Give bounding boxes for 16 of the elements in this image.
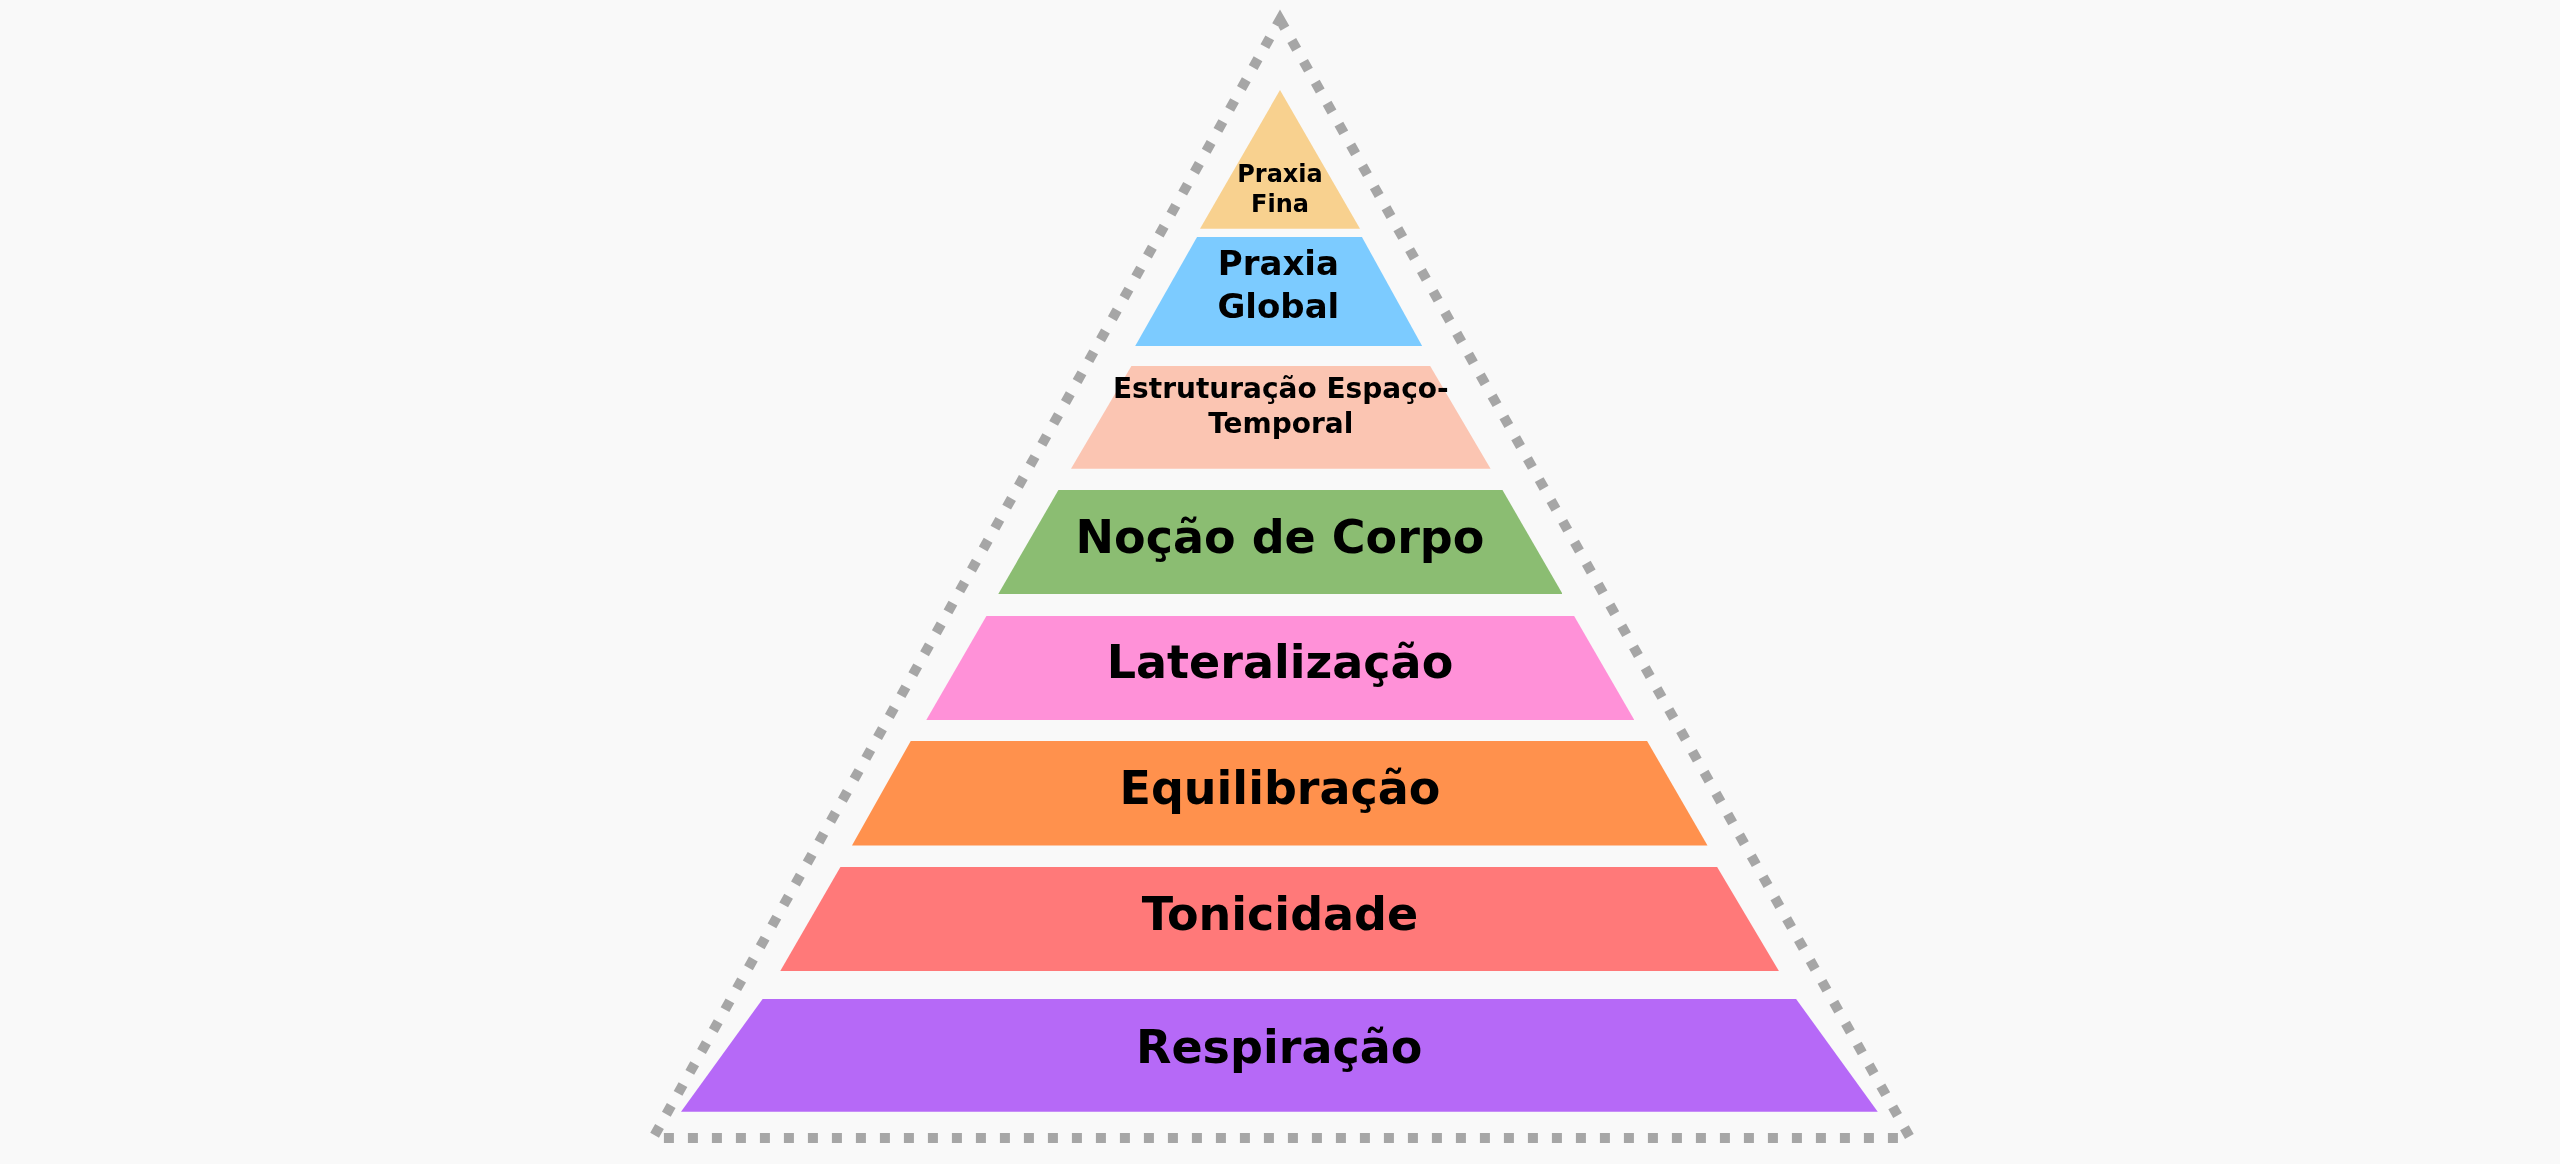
pyramid-level [680,999,1878,1112]
level-label: Estruturação Espaço-Temporal [1112,370,1450,441]
pyramid-level [997,489,1563,595]
pyramid-level [925,615,1635,720]
pyramid-level [852,741,1708,846]
pyramid-level [1134,236,1423,347]
pyramid-level [780,866,1780,972]
level-label: Respiração [1135,1019,1424,1077]
level-label: Praxia Global [1216,242,1341,328]
level-label: Equilibração [1118,760,1442,817]
level-label: Noção de Corpo [1074,508,1486,566]
level-label: Tonicidade [1140,885,1420,943]
level-label: Lateralização [1105,634,1455,692]
pyramid-level [1200,89,1360,229]
level-label: Praxia Fina [1236,159,1324,220]
pyramid-level [1071,365,1491,469]
